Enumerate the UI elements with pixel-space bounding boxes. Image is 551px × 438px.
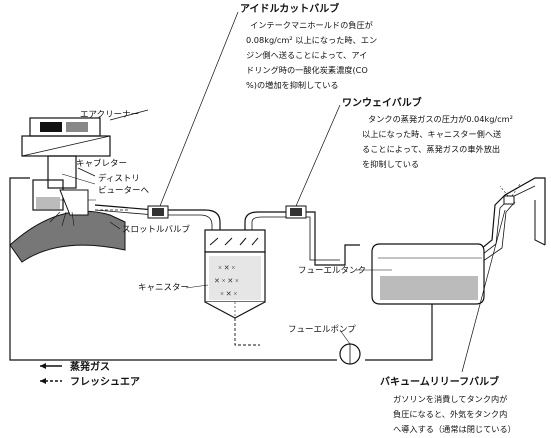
throttle-valve-label: スロットルバルブ bbox=[122, 224, 191, 235]
svg-text:× ✕ ×: × ✕ × bbox=[218, 264, 235, 272]
idle-cut-valve-line-5: %)の増加を抑制している bbox=[246, 80, 339, 90]
vacuum-relief-valve bbox=[461, 183, 521, 373]
vacuum-relief-valve-line-3: へ導入する（通常は閉じている） bbox=[393, 424, 516, 434]
carburetor bbox=[32, 155, 96, 211]
legend-item-vapor: 蒸発ガス bbox=[70, 360, 110, 373]
one-way-valve bbox=[285, 104, 341, 219]
idle-cut-valve-line-2: 0.08kg/cm² 以上になった時、エン bbox=[246, 35, 377, 45]
vacuum-relief-valve-line-1: ガソリンを消費してタンク内が bbox=[393, 394, 507, 404]
canister: × ✕ × ✕ × ✕ × × ✕ × bbox=[204, 229, 266, 319]
pipes bbox=[9, 177, 546, 361]
one-way-valve-title: ワンウェイバルブ bbox=[342, 96, 422, 109]
idle-cut-valve-line-4: ドリング時の一酸化炭素濃度(CO bbox=[246, 65, 368, 75]
one-way-valve-line-2: 以上になった時、キャニスター側へ送 bbox=[362, 129, 501, 139]
svg-text:✕ × ✕ ×: ✕ × ✕ × bbox=[214, 277, 239, 285]
fuel-tank-label: フューエルタンク bbox=[298, 266, 366, 276]
distributor-label-2: ビューターへ bbox=[98, 186, 150, 196]
idle-cut-valve-title: アイドルカットバルブ bbox=[240, 2, 339, 15]
legend-solid-arrow-icon bbox=[40, 363, 46, 369]
one-way-valve-line-4: を抑制している bbox=[362, 159, 419, 169]
fuel-pump-label: フューエルポンプ bbox=[288, 325, 356, 335]
legend-item-fresh-air: フレッシュエア bbox=[70, 376, 140, 388]
idle-cut-valve bbox=[147, 11, 239, 219]
canister-label: キャニスター bbox=[138, 283, 189, 293]
legend-dashed-arrow-icon bbox=[40, 378, 46, 384]
one-way-valve-line-3: ることによって、蒸発ガスの車外放出 bbox=[362, 144, 500, 154]
idle-cut-valve-line-3: ジン側へ送ることによって、アイ bbox=[246, 50, 367, 60]
air-cleaner-label: エアクリーナー bbox=[80, 110, 139, 120]
intake-manifold bbox=[9, 189, 126, 263]
distributor-label-1: ディストリ bbox=[98, 173, 140, 184]
idle-cut-valve-line-1: インテークマニホールドの負圧が bbox=[250, 20, 373, 30]
one-way-valve-line-1: タンクの蒸発ガスの圧力が0.04kg/cm² bbox=[368, 114, 513, 124]
fuel-tank bbox=[371, 243, 485, 305]
vacuum-relief-valve-line-2: 負圧になると、外気をタンク内 bbox=[393, 409, 507, 419]
fuel-pump bbox=[339, 343, 361, 365]
vacuum-relief-valve-title: バキュームリリーフバルブ bbox=[380, 375, 499, 388]
label-leaders bbox=[109, 221, 392, 345]
legend: 蒸発ガス フレッシュエア bbox=[40, 360, 140, 388]
carburetor-label: キャブレター bbox=[76, 158, 127, 169]
svg-text:× ✕ ×: × ✕ × bbox=[220, 290, 237, 298]
